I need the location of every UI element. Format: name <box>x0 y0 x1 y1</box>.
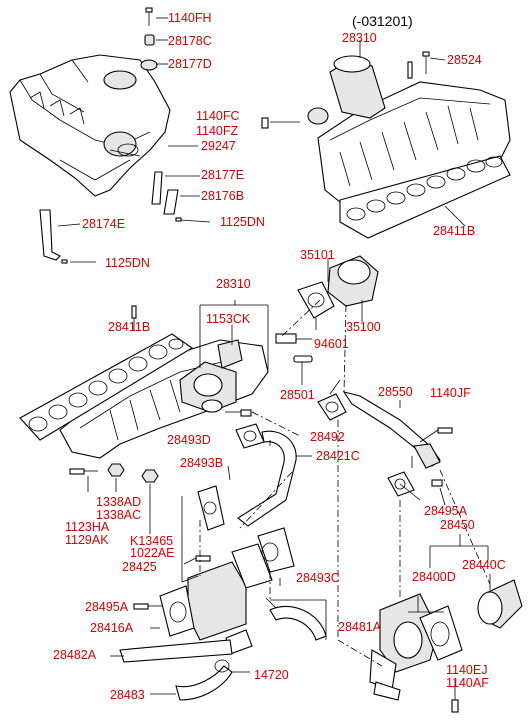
label-28481A: 28481A <box>338 620 382 634</box>
label-28550: 28550 <box>378 385 413 399</box>
egr-tube <box>197 423 312 531</box>
label-28495A-right: 28495A <box>424 504 468 518</box>
label-K13465: K13465 <box>130 534 174 548</box>
label-1140FH: 1140FH <box>168 11 212 25</box>
label-28174E: 28174E <box>82 217 126 231</box>
label-28176B: 28176B <box>201 189 245 203</box>
label-28310-mid: 28310 <box>216 277 251 291</box>
label-1125DN-b: 1125DN <box>105 256 150 270</box>
label-28524: 28524 <box>447 53 482 67</box>
cover-fasteners <box>140 7 168 71</box>
label-28493C: 28493C <box>296 571 340 585</box>
label-28482A: 28482A <box>53 648 97 662</box>
label-1123HA: 1123HA <box>65 520 110 534</box>
label-1140JF: 1140JF <box>430 386 471 400</box>
label-28440C: 28440C <box>462 558 506 572</box>
lower-intake-manifold <box>59 300 269 459</box>
label-28421C: 28421C <box>316 449 360 463</box>
label-28411B-mid: 28411B <box>108 320 151 334</box>
label-28492: 28492 <box>310 430 345 444</box>
upper-manifold-gasket <box>339 155 511 239</box>
label-28178C: 28178C <box>168 34 212 48</box>
label-28425: 28425 <box>122 560 157 574</box>
label-94601: 94601 <box>314 337 349 351</box>
label-28483: 28483 <box>110 688 145 702</box>
egr-valve-adapter <box>275 255 379 385</box>
label-1153CK: 1153CK <box>206 312 251 326</box>
label-28310-top: 28310 <box>342 31 377 45</box>
label-28493B: 28493B <box>180 456 224 470</box>
egr-pipe <box>317 391 453 506</box>
label-1140FC: 1140FC <box>196 109 240 123</box>
label-14720: 14720 <box>254 668 289 682</box>
label-28493D: 28493D <box>167 433 211 447</box>
label-1022AE: 1022AE <box>130 546 175 560</box>
label-1140FZ: 1140FZ <box>196 124 239 138</box>
label-1125DN-a: 1125DN <box>220 215 265 229</box>
egr-valve-assembly <box>369 534 523 713</box>
label-1140EJ: 1140EJ <box>446 663 488 677</box>
label-29247: 29247 <box>201 139 236 153</box>
label-28501: 28501 <box>280 388 315 402</box>
label-28177E: 28177E <box>201 168 245 182</box>
label-28495A-left: 28495A <box>85 600 129 614</box>
label-1338AC: 1338AC <box>96 508 142 522</box>
egr-cooler <box>119 496 327 701</box>
label-1338AD: 1338AD <box>96 495 142 509</box>
label-1140AF: 1140AF <box>446 676 489 690</box>
label-28177D: 28177D <box>168 57 212 71</box>
assembly-lines <box>199 299 491 667</box>
label-28416A: 28416A <box>90 621 134 635</box>
lower-manifold-gasket <box>19 305 194 441</box>
engine-cover <box>9 54 171 197</box>
brackets <box>39 171 211 264</box>
manifold-bolts <box>69 463 159 534</box>
label-28400D: 28400D <box>412 570 456 584</box>
label-35101: 35101 <box>300 248 335 262</box>
label-28450: 28450 <box>440 518 475 532</box>
label-28411B-top: 28411B <box>433 224 476 238</box>
label-1129AK: 1129AK <box>65 533 109 547</box>
variant-note: (-031201) <box>352 13 413 29</box>
leader-lines <box>110 145 421 695</box>
label-35100: 35100 <box>346 320 381 334</box>
